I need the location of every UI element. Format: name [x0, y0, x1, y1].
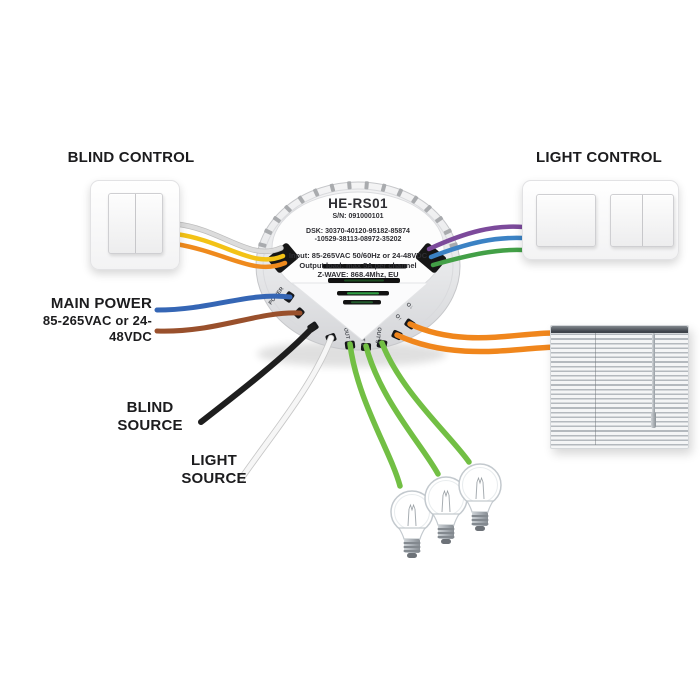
- main-power-title: MAIN POWER: [50, 295, 152, 312]
- blind-control-switch: [90, 180, 180, 270]
- rim-tick: [380, 183, 387, 192]
- rim-tick: [264, 228, 273, 235]
- light-source-line2: SOURCE: [181, 470, 247, 487]
- wire-blind-ctrl-yellow: [173, 231, 286, 262]
- rim-tick: [347, 181, 352, 190]
- wire-light-ctrl-blue: [428, 235, 526, 260]
- blind-source-line1: BLIND: [126, 399, 174, 416]
- terminal-label-out3: OUT 3: [373, 327, 381, 344]
- rim-tick: [443, 228, 452, 235]
- rim-tick: [297, 195, 305, 204]
- device-zwave-spec: Z-WAVE: 868.4Mhz, EU: [317, 270, 399, 279]
- blinds-top-rail: [551, 326, 688, 333]
- wire-blind-source: [198, 324, 316, 425]
- light-control-switch: [522, 180, 679, 260]
- wire-output-green-3: [379, 340, 472, 465]
- blinds-wand-tip: [651, 412, 656, 428]
- blind-source-line2: SOURCE: [117, 417, 183, 434]
- light-rocker-left: [611, 195, 643, 246]
- blind-source-label: BLIND SOURCE: [90, 399, 210, 435]
- rim-tick: [272, 216, 281, 224]
- blinds-wand: [652, 333, 655, 425]
- wire-output-green-1: [347, 341, 403, 489]
- light-source-line1: LIGHT: [191, 452, 237, 469]
- wire-main-power-brown: [154, 310, 303, 334]
- wire-output-orange-down: [394, 332, 559, 355]
- blind-rocker-left: [109, 194, 136, 253]
- light-source-label: LIGHT SOURCE: [154, 452, 274, 488]
- light-control-label: LIGHT CONTROL: [536, 149, 662, 166]
- led-bar-4-glow: [351, 301, 373, 304]
- terminal-label-out1: OUT 1: [342, 327, 351, 344]
- light-bulb-3: [458, 463, 502, 532]
- device-serial: S/N: 091000101: [332, 213, 384, 220]
- rim-tick: [312, 188, 320, 197]
- wire-layer: [154, 221, 559, 489]
- main-power-label: MAIN POWER 85-265VAC or 24-48VDC: [0, 295, 152, 345]
- wire-light-source: [238, 335, 334, 482]
- led-bar-3-glow: [347, 292, 379, 295]
- wire-blind-ctrl-orange: [173, 241, 288, 270]
- led-bar-1: [322, 264, 407, 269]
- rim-tick: [424, 204, 432, 213]
- rim-tick: [364, 181, 369, 190]
- wire-main-power-blue: [154, 293, 293, 313]
- rim-tick: [396, 188, 404, 197]
- device-dsk-line2: -10529-38113-08972-35202: [314, 236, 402, 243]
- device-input-spec: Input: 85-265VAC 50/60Hz or 24-48VDC: [288, 251, 428, 260]
- blind-rocker-right: [136, 194, 162, 253]
- blind-control-rocker: [108, 193, 163, 254]
- device-dsk-line1: DSK: 30370-40120-95182-85874: [306, 228, 410, 235]
- rim-tick: [411, 195, 419, 204]
- device-led-bars: [322, 264, 407, 305]
- wire-blind-ctrl-white: [174, 222, 283, 254]
- rim-tick: [329, 183, 336, 192]
- terminal-label-out-up: O↑: [394, 313, 403, 322]
- blind-control-label: BLIND CONTROL: [67, 149, 195, 166]
- light-switch-rocker: [610, 194, 674, 247]
- main-power-spec: 85-265VAC or 24-48VDC: [42, 313, 152, 344]
- wire-light-ctrl-purple: [426, 224, 526, 252]
- rim-tick-ring: [258, 181, 458, 248]
- blinds-string: [595, 333, 596, 445]
- device-model: HE-RS01: [328, 196, 388, 211]
- led-bar-2-glow: [344, 279, 384, 282]
- rim-tick: [284, 204, 292, 213]
- wire-light-ctrl-green: [430, 247, 526, 268]
- light-rocker-right: [643, 195, 674, 246]
- wire-output-orange-up: [407, 321, 559, 341]
- light-switch-single: [536, 194, 596, 247]
- terminal-label-out-down: O↓: [405, 302, 414, 311]
- rim-tick: [435, 216, 444, 224]
- wire-output-green-2: [363, 343, 441, 477]
- device-label: HE-RS01 S/N: 091000101 DSK: 30370-40120-…: [262, 197, 454, 280]
- rim-tick: [258, 242, 267, 248]
- device-output-spec: Output load: max 5A per channel: [299, 260, 417, 270]
- window-blinds: [550, 325, 689, 449]
